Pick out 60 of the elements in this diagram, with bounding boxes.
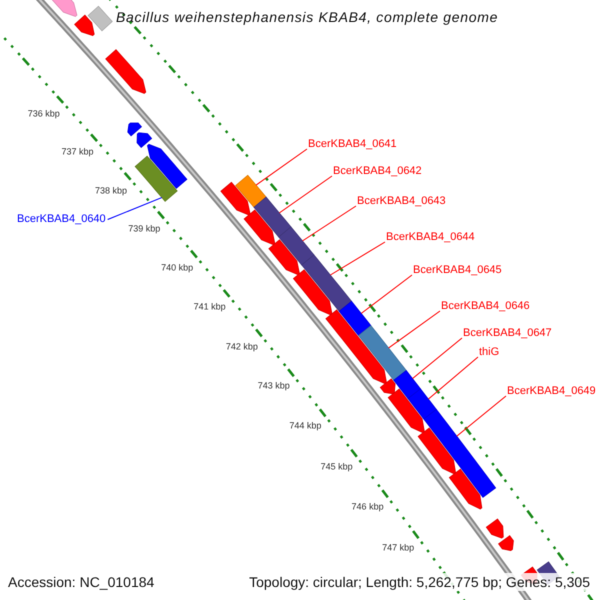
gene-segment (325, 309, 387, 384)
gene-segment (220, 182, 251, 216)
footer-note: Topology: circular; Length: 5,262,775 bp; Genes: 5,305 (247, 573, 592, 591)
gene-label: BcerKBAB4_0641 (308, 138, 397, 150)
tick-label: 739 kbp (128, 224, 160, 235)
tick-label: 738 kbp (95, 185, 128, 196)
gene-segment (388, 388, 425, 434)
tick-label: 740 kbp (161, 262, 194, 274)
gene-label: BcerKBAB4_0642 (333, 165, 422, 177)
gene-segment (393, 370, 421, 399)
gene-segment (358, 325, 407, 381)
gene-label: BcerKBAB4_0643 (357, 195, 446, 207)
tick-label: 736 kbp (28, 108, 60, 120)
tick-label: 742 kbp (226, 341, 258, 352)
tick-label: 747 kbp (382, 542, 414, 554)
gene-label: BcerKBAB4_0644 (386, 231, 475, 243)
gene-segment (278, 226, 314, 266)
gene-label: BcerKBAB4_0646 (441, 300, 530, 312)
gene-segment (301, 254, 352, 312)
gene-segment (127, 122, 142, 136)
leader-line (456, 396, 506, 437)
leader-line (360, 274, 412, 314)
gene-segment (244, 209, 276, 246)
gene-label: BcerKBAB4_0640 (17, 213, 106, 225)
gene-label: BcerKBAB4_0645 (413, 264, 502, 276)
gene-segment (134, 156, 178, 202)
gene-segment (105, 49, 146, 94)
gene-label: BcerKBAB4_0647 (463, 327, 552, 339)
tick-label: 745 kbp (320, 461, 353, 472)
gene-segment (448, 468, 482, 510)
gene-segment (235, 174, 267, 208)
gene-segment (292, 269, 332, 316)
gene-segment (268, 239, 300, 276)
gene-segment (147, 144, 188, 189)
leader-line (278, 176, 332, 214)
tick-label: 746 kbp (352, 502, 384, 513)
gene-segment (253, 196, 292, 238)
gene-label: BcerKBAB4_0649 (507, 385, 596, 397)
gene-segment (407, 388, 437, 420)
leader-line (256, 148, 308, 186)
leader-line (302, 206, 356, 242)
leader-line (428, 356, 478, 400)
gene-segment (338, 300, 372, 336)
gene-segment (380, 378, 396, 394)
gene-segment (74, 14, 95, 36)
leader-line (330, 242, 386, 276)
gene-segment (418, 427, 456, 474)
gene-segment (486, 518, 504, 539)
map-title: Bacillus weihenstephanensis KBAB4, complete genome (116, 9, 498, 26)
gene-segment (423, 408, 496, 498)
tick-label: 741 kbp (194, 302, 226, 313)
gene-segment (88, 6, 113, 32)
gene-segment (498, 535, 514, 552)
leader-line (107, 197, 162, 220)
tick-label: 743 kbp (258, 380, 290, 392)
gene-label: thiG (479, 346, 500, 358)
gene-segment (136, 132, 152, 148)
leader-line (388, 310, 440, 348)
tick-label: 737 kbp (62, 146, 94, 158)
tick-label: 744 kbp (289, 420, 322, 432)
